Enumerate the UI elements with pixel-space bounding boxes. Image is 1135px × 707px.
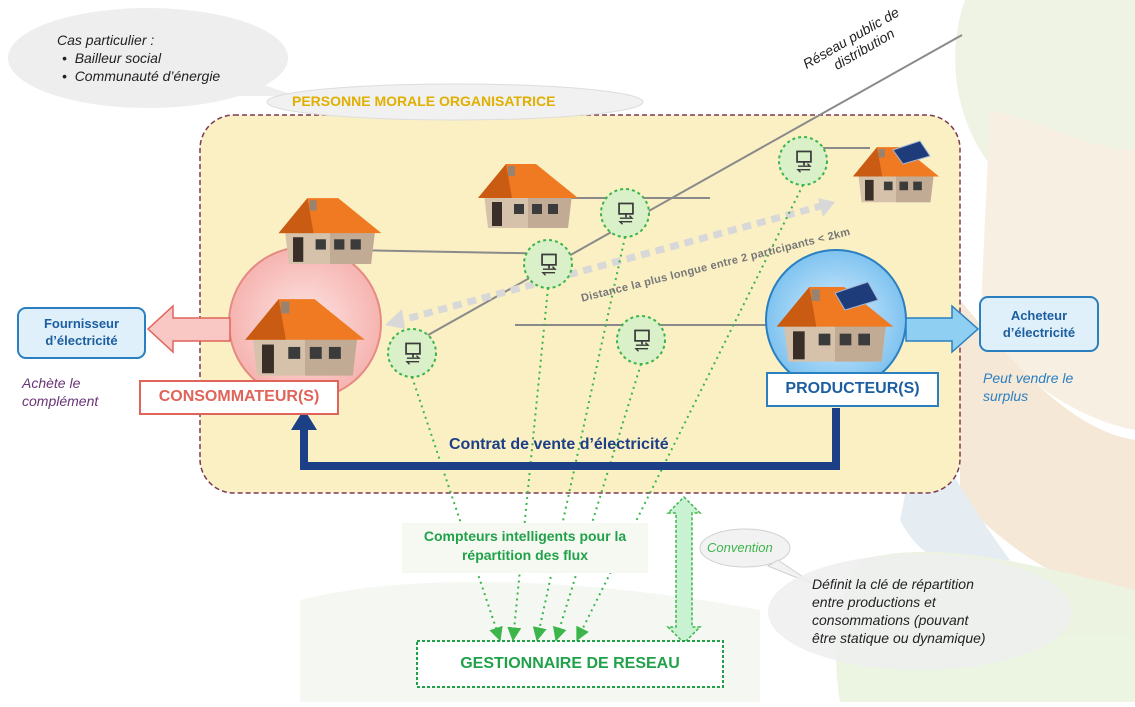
- consumer-label: CONSOMMATEUR(S): [158, 388, 320, 405]
- special-case-title: Cas particulier :: [57, 32, 155, 48]
- organizer-label: PERSONNE MORALE ORGANISATRICE: [292, 93, 556, 109]
- special-case-callout: [8, 8, 296, 108]
- supplier-box: [17, 307, 146, 359]
- grid-manager-label: GESTIONNAIRE DE RESEAU: [460, 655, 680, 672]
- convention-note-bubble: [768, 554, 1072, 670]
- buyer-arrow: [905, 304, 980, 354]
- contract-label: Contrat de vente d’électricité: [449, 436, 669, 453]
- grid-manager-box: [416, 640, 724, 688]
- consumer-label-box: [139, 380, 339, 415]
- special-case-item: • Bailleur social: [62, 50, 162, 66]
- buyer-box: [979, 296, 1099, 352]
- distance-arrow: [385, 198, 835, 329]
- contract-arrowhead: [291, 409, 317, 430]
- supplier-arrow: [146, 304, 231, 354]
- convention-bubble: [699, 528, 816, 586]
- special-case-item: • Communauté d’énergie: [62, 68, 221, 84]
- convention-label: Convention: [707, 540, 773, 555]
- producer-solar-panel-icon: [834, 281, 879, 311]
- producer-label: PRODUCTEUR(S): [785, 380, 920, 397]
- organizer-label-bubble: [266, 83, 644, 121]
- producer-label-box: [766, 372, 939, 407]
- convention-note: Définit la clé de répartition entre prod…: [812, 576, 986, 646]
- smart-meters-label-bg: [402, 523, 648, 573]
- solar-panel-icon: [892, 140, 931, 165]
- contract-arrow: [300, 408, 840, 470]
